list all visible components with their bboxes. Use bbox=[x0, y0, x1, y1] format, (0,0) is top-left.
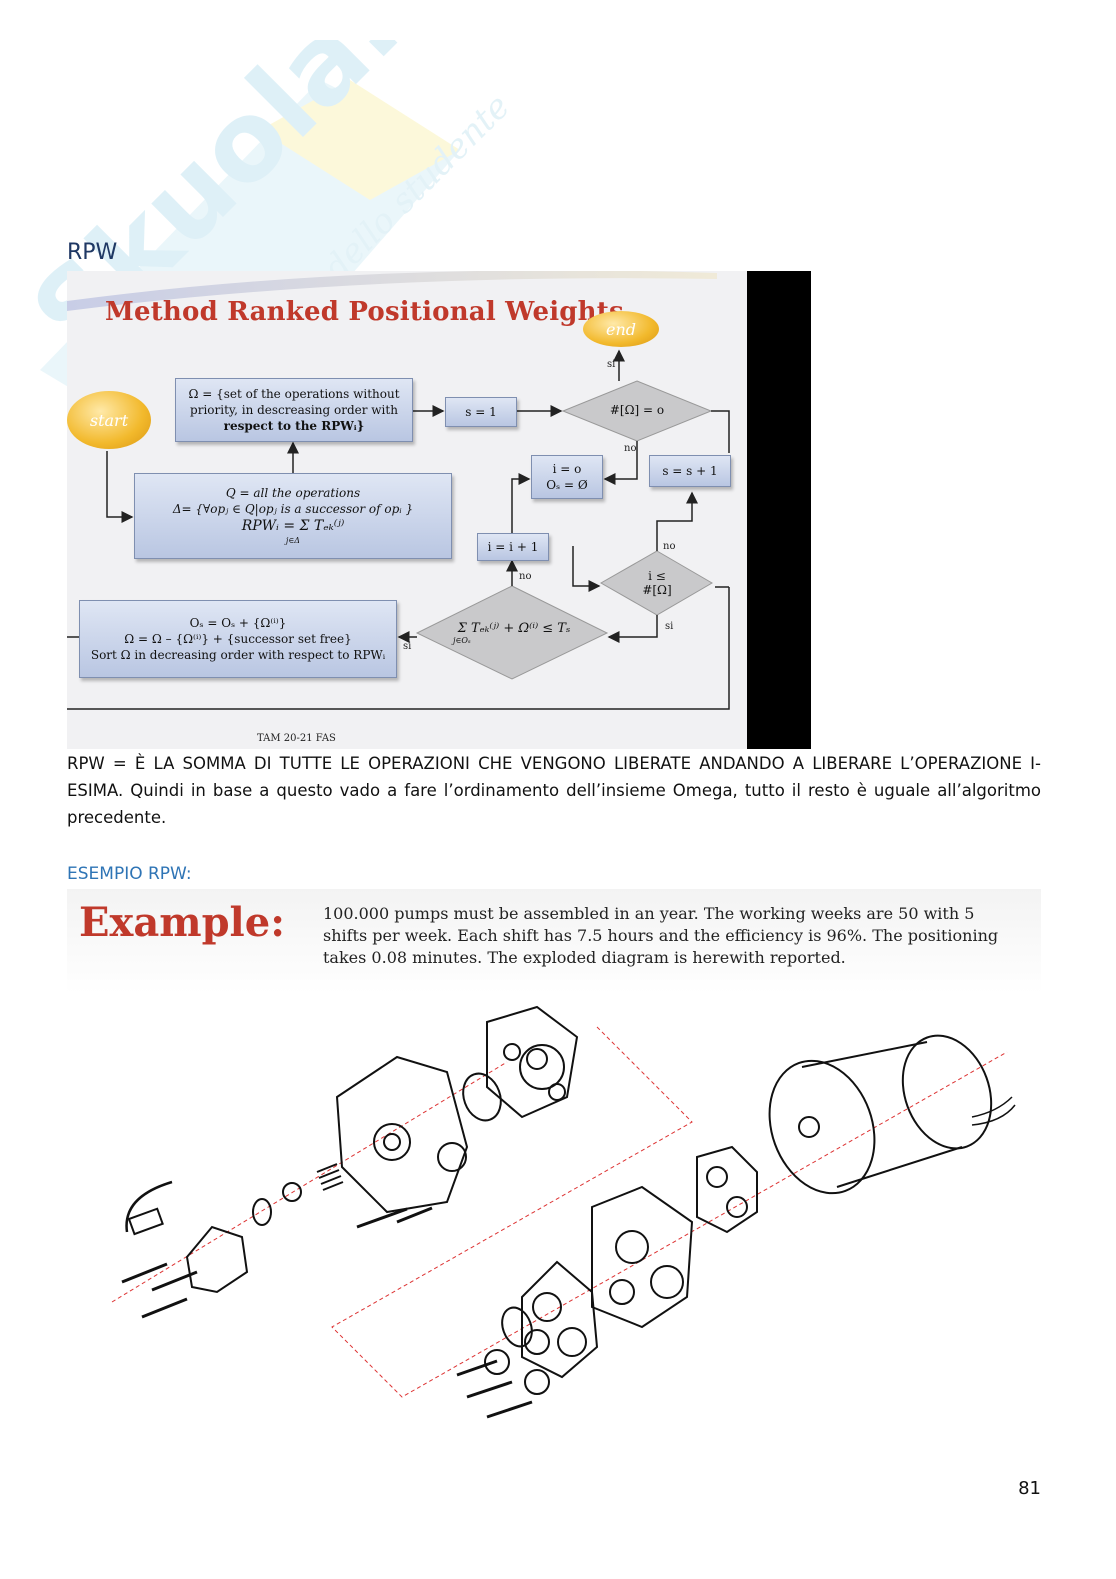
init-box: i = o Oₛ = Ø bbox=[531, 455, 603, 499]
label-no-top: no bbox=[624, 443, 636, 454]
motor-back-face bbox=[888, 1023, 1007, 1161]
example-heading: ESEMPIO RPW: bbox=[67, 864, 192, 884]
motor-front-face bbox=[752, 1046, 892, 1208]
label-si-left: si bbox=[403, 641, 411, 652]
screws bbox=[122, 1208, 532, 1417]
s-increment-box: s = s + 1 bbox=[649, 455, 731, 487]
decision-i-label: i ≤ #[Ω] bbox=[627, 569, 687, 597]
label-si-top: si bbox=[607, 359, 615, 370]
slide-black-border bbox=[747, 271, 811, 749]
middle-plate bbox=[592, 1187, 692, 1327]
diaphragm-plate bbox=[522, 1262, 597, 1377]
rpw-flowchart-slide: si no no no si si Method Ranked Position… bbox=[67, 271, 811, 749]
decision-time-label: Σ Tₑₖ⁽ʲ⁾ + Ω⁽ⁱ⁾ ≤ Tₛ j∈Oₛ bbox=[439, 621, 589, 645]
s-equals-1-box: s = 1 bbox=[445, 397, 517, 427]
end-oval: end bbox=[583, 311, 659, 347]
decision-omega-label: #[Ω] = o bbox=[587, 403, 687, 417]
end-cap bbox=[187, 1227, 247, 1292]
pump-exploded-diagram bbox=[67, 997, 1041, 1427]
rpw-explanation-paragraph: RPW = È LA SOMMA DI TUTTE LE OPERAZIONI … bbox=[67, 750, 1041, 831]
update-sets-box: Oₛ = Oₛ + {Ω⁽ⁱ⁾} Ω = Ω – {Ω⁽ⁱ⁾} + {succe… bbox=[79, 600, 397, 678]
label-no-mid: no bbox=[519, 571, 531, 582]
section-heading-rpw: RPW bbox=[67, 240, 117, 265]
example-slide: Example: 100.000 pumps must be assembled… bbox=[67, 889, 1041, 1429]
slide-title: Method Ranked Positional Weights bbox=[105, 297, 624, 327]
spring bbox=[317, 1164, 343, 1190]
rpw-definition-box: Q = all the operations Δ= {∀opⱼ ∈ Q|opⱼ … bbox=[134, 473, 452, 559]
start-oval: start bbox=[67, 391, 151, 449]
pump-body bbox=[337, 1057, 467, 1212]
page-number: 81 bbox=[1018, 1478, 1041, 1499]
label-si-right: si bbox=[665, 621, 673, 632]
i-increment-box: i = i + 1 bbox=[477, 533, 549, 561]
omega-set-box: Ω = {set of the operations without prior… bbox=[175, 378, 413, 442]
cam-plate bbox=[697, 1147, 757, 1232]
example-text: 100.000 pumps must be assembled in an ye… bbox=[323, 903, 1013, 969]
label-no-right: no bbox=[663, 541, 675, 552]
slide-footer: TAM 20-21 FAS bbox=[257, 733, 336, 744]
example-title: Example: bbox=[79, 899, 285, 946]
